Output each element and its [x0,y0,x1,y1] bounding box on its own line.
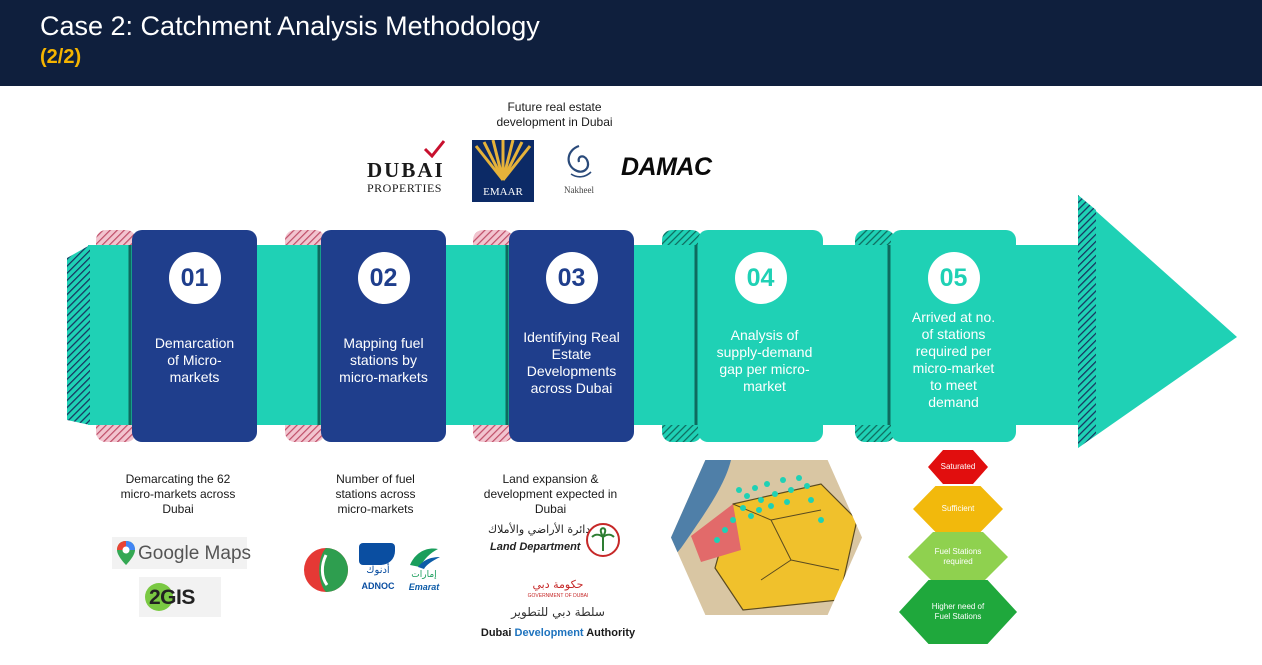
hex-level-fuel-stations-required: Fuel Stations required [908,532,1008,582]
step-card-01: 01 Demarcation of Micro-markets [132,230,257,442]
step-text: Analysis of supply-demand gap per micro-… [716,327,813,394]
dubai-development-authority-logo: حكومة دبي GOVERNMENT OF DUBAI سلطة دبي ل… [480,578,636,639]
step-number: 05 [927,252,980,304]
step-text: Arrived at no. of stations required per … [911,309,996,410]
dubai-properties-check-icon [423,140,446,159]
nakheel-emblem-icon [567,144,592,178]
step-card-04: 04 Analysis of supply-demand gap per mic… [698,230,823,442]
page-subtitle: (2/2) [40,46,82,68]
emarat-bird-icon [410,548,440,569]
hex-level-higher-need: Higher need of Fuel Stations [899,580,1017,644]
emaar-logo: EMAAR [472,140,534,202]
dubai-properties-logo: DUBAI PROPERTIES [365,140,455,200]
arrow-head-hatch [1078,195,1096,448]
step-card-02: 02 Mapping fuel stations by micro-market… [321,230,446,442]
step-number: 01 [168,252,221,304]
2gis-circle-icon [145,583,173,611]
arrow-tail-hatch [67,245,90,425]
emarat-logo: إمارات Emarat [406,545,442,595]
land-department-emblem-icon [586,523,620,557]
step-text: Mapping fuel stations by micro-markets [339,335,428,385]
2gis-logo: 2GIS [139,577,221,617]
step-caption-02: Number of fuel stations across micro-mar… [335,472,416,516]
map-pin-icon [117,541,135,565]
step-number: 02 [357,252,410,304]
land-department-logo: دائرة الأراضي والأملاك Land Department [488,521,622,561]
step-caption-01: Demarcating the 62 micro-markets across … [120,472,236,516]
step-caption-03: Land expansion & development expected in… [483,472,618,516]
google-maps-logo: Google Maps [112,537,251,569]
adnoc-symbol-icon [359,543,395,565]
adnoc-logo: أدنوك ADNOC [357,543,399,595]
step-number: 03 [545,252,598,304]
step-number: 04 [734,252,787,304]
page-title: Case 2: Catchment Analysis Methodology [40,11,540,41]
step-card-05: 05 Arrived at no. of stations required p… [891,230,1016,442]
nakheel-logo: Nakheel [553,142,605,200]
step-card-03: 03 Identifying Real Estate Developments … [509,230,634,442]
header-bar: Case 2: Catchment Analysis Methodology (… [0,0,1262,86]
emaar-sunburst-icon [474,140,532,181]
enoc-logo [303,547,349,593]
step-text: Identifying Real Estate Developments acr… [523,329,620,396]
damac-logo: DAMAC [621,153,712,181]
supply-demand-map [671,460,862,615]
future-development-caption: Future real estate development in Dubai [496,100,613,129]
step-text: Demarcation of Micro-markets [154,335,235,385]
